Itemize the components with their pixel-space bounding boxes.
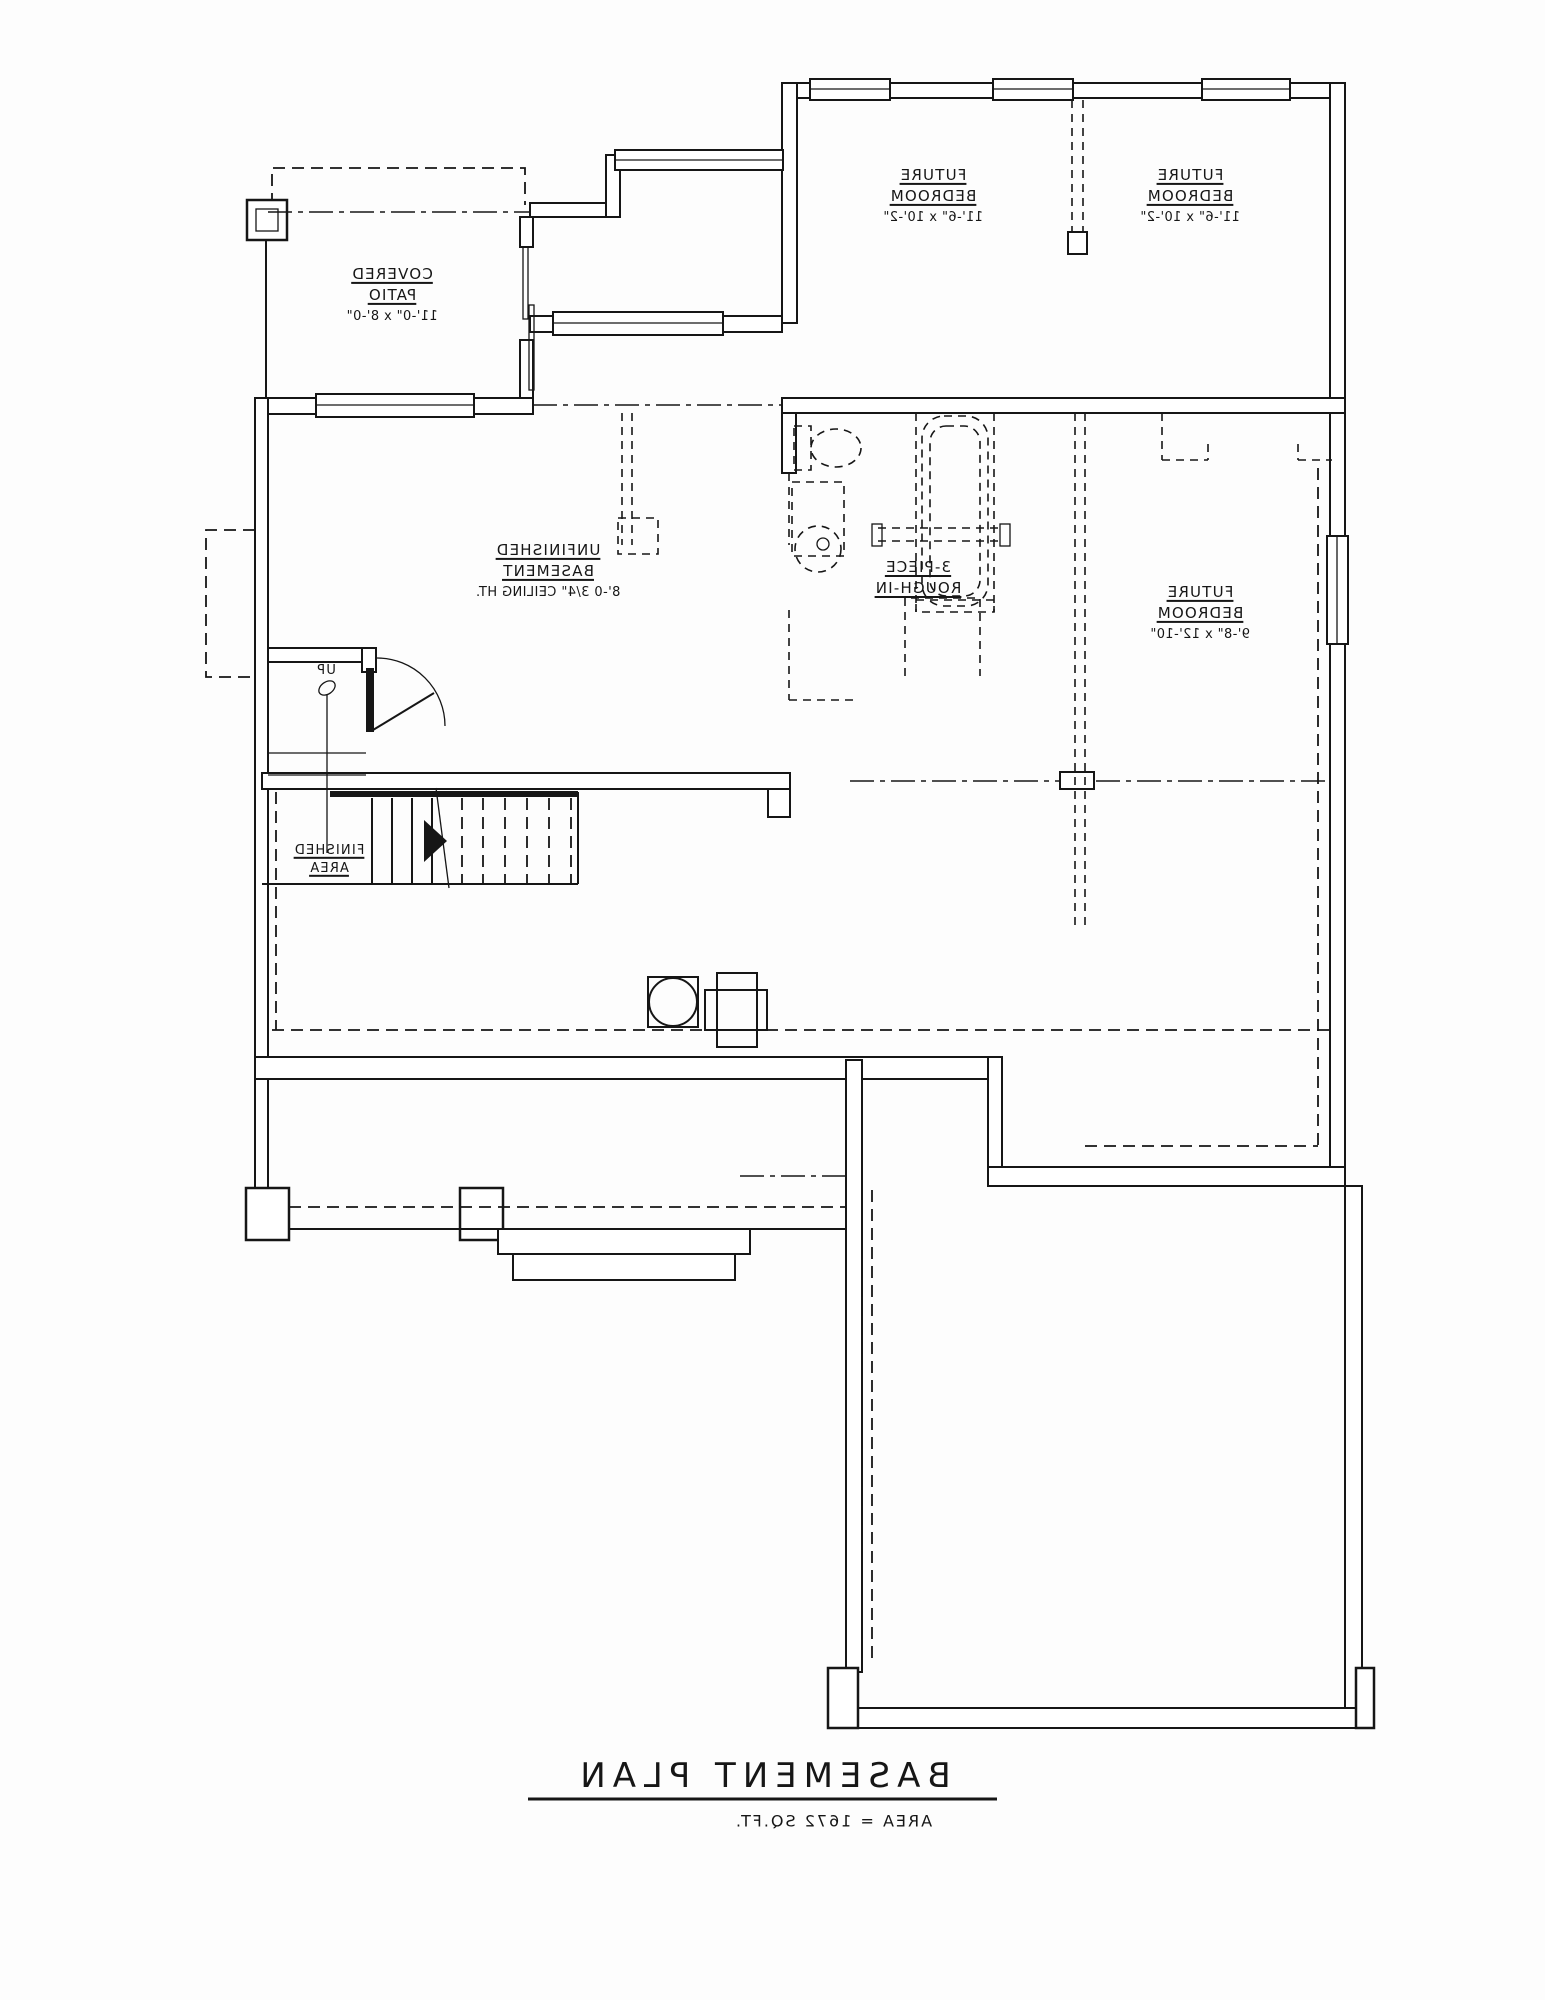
garage-top-wall	[987, 1166, 1346, 1187]
covered-patio-walls	[245, 167, 535, 418]
mechanical-equipment	[647, 972, 768, 1048]
utility-chase-dashed	[617, 413, 659, 555]
wall	[781, 82, 798, 324]
room-name: UNFINISHED	[495, 540, 601, 559]
back-wall	[261, 772, 791, 790]
sink-fixture	[794, 525, 842, 573]
room-dimensions: 9'-8" x 12'-10"	[1149, 626, 1251, 642]
front-entry-walls	[529, 149, 784, 406]
future-partition-wall	[1067, 100, 1088, 255]
room-label-future-bedroom-2: FUTURE BEDROOM 11'-6" x 10'-2"	[1140, 165, 1240, 227]
wall	[267, 647, 367, 663]
up-text: UP	[316, 662, 336, 678]
wall-tab	[767, 788, 791, 818]
vanity-dashed	[791, 481, 845, 557]
exterior-step	[512, 1253, 736, 1281]
room-name: ROUGH-IN	[874, 579, 962, 597]
wall-stub	[366, 668, 374, 732]
garage-right-wall	[1344, 1185, 1363, 1729]
window	[1201, 78, 1291, 101]
beam-pocket	[1059, 771, 1095, 790]
room-name: BEDROOM	[889, 186, 977, 205]
room-label-unfinished-basement: UNFINISHED BASEMENT 8'-0 3/4" CEILING HT…	[476, 540, 621, 602]
wall	[987, 1056, 1003, 1186]
stair-direction-arrow	[424, 820, 447, 862]
bathtub-fixture	[915, 415, 995, 613]
basement-shell-walls	[205, 397, 1346, 1191]
sliding-patio-door	[522, 246, 535, 391]
furnace-symbol	[704, 972, 768, 1048]
patio-corner-post	[245, 198, 289, 242]
room-name: FUTURE	[899, 165, 967, 184]
patio-corner-post-inner	[255, 208, 279, 232]
shower-rough-dashed	[904, 597, 981, 676]
exterior-step	[497, 1228, 751, 1255]
room-label-finished-area: FINISHED AREA	[294, 842, 365, 878]
wall	[519, 216, 534, 248]
room-label-covered-patio: COVERED PATIO 11'-0" x 8'-0"	[346, 264, 437, 326]
room-name: BEDROOM	[1146, 186, 1234, 205]
room-name: BEDROOM	[1156, 603, 1244, 622]
toilet-fixture	[793, 425, 862, 471]
garage-bottom-wall	[837, 1707, 1363, 1729]
room-name: BASEMENT	[502, 561, 594, 580]
bottom-wall	[254, 1056, 1003, 1080]
stair-up-label: UP	[316, 662, 336, 680]
ceiling-height-note: 8'-0 3/4" CEILING HT.	[475, 584, 621, 600]
up-marker-oval	[318, 680, 336, 696]
room-dimensions: 11'-0" x 8'-0"	[346, 308, 438, 324]
future-bedrooms-walls	[781, 78, 1346, 1187]
room-label-future-bedroom-1: FUTURE BEDROOM 11'-6" x 10'-2"	[883, 165, 983, 227]
window	[809, 78, 891, 101]
window-well-dashed	[205, 529, 255, 678]
deck-outline-dashed	[271, 167, 526, 205]
stairs	[262, 647, 579, 889]
sheet-area-note: AREA = 1672 SQ.FT.	[733, 1811, 933, 1831]
room-name: PATIO	[367, 285, 417, 304]
room-name: FINISHED	[293, 842, 365, 858]
bath-rough-in	[617, 412, 1011, 701]
foundation-pilaster	[826, 1666, 860, 1730]
future-wall-stub	[871, 523, 1011, 547]
wall	[519, 339, 534, 403]
room-dimensions: 11'-6" x 10'-2"	[882, 209, 984, 225]
room-name: AREA	[309, 861, 349, 876]
sheet-title: BASEMENT PLAN	[573, 1756, 951, 1796]
door-swing-arc	[376, 657, 446, 727]
room-name: FUTURE	[1166, 582, 1234, 601]
future-bedroom3-partitions	[1074, 413, 1349, 1147]
room-dimensions: 11'-6" x 10'-2"	[1139, 209, 1241, 225]
window	[1326, 535, 1349, 645]
deck-post	[458, 1186, 505, 1242]
water-heater-symbol	[647, 976, 699, 1028]
room-name: COVERED	[351, 264, 433, 283]
front-wall	[781, 397, 1346, 414]
room-label-future-bedroom-3: FUTURE BEDROOM 9'-8" x 12'-10"	[1150, 582, 1250, 644]
garage-left-wall	[845, 1059, 863, 1673]
room-label-rough-in: 3-PIECE ROUGH-IN	[875, 557, 962, 599]
room-name: FUTURE	[1156, 165, 1224, 184]
window	[614, 149, 784, 171]
window	[992, 78, 1074, 101]
room-name: 3-PIECE	[884, 558, 952, 576]
door-leaf	[372, 692, 435, 731]
deck-post	[244, 1186, 291, 1242]
window	[552, 311, 724, 336]
window	[315, 393, 475, 418]
deck-and-steps	[244, 1175, 846, 1281]
stair-header-wall	[330, 791, 578, 797]
garage-foundation	[826, 1059, 1376, 1730]
foundation-pilaster	[1354, 1666, 1376, 1730]
wall	[529, 202, 619, 218]
